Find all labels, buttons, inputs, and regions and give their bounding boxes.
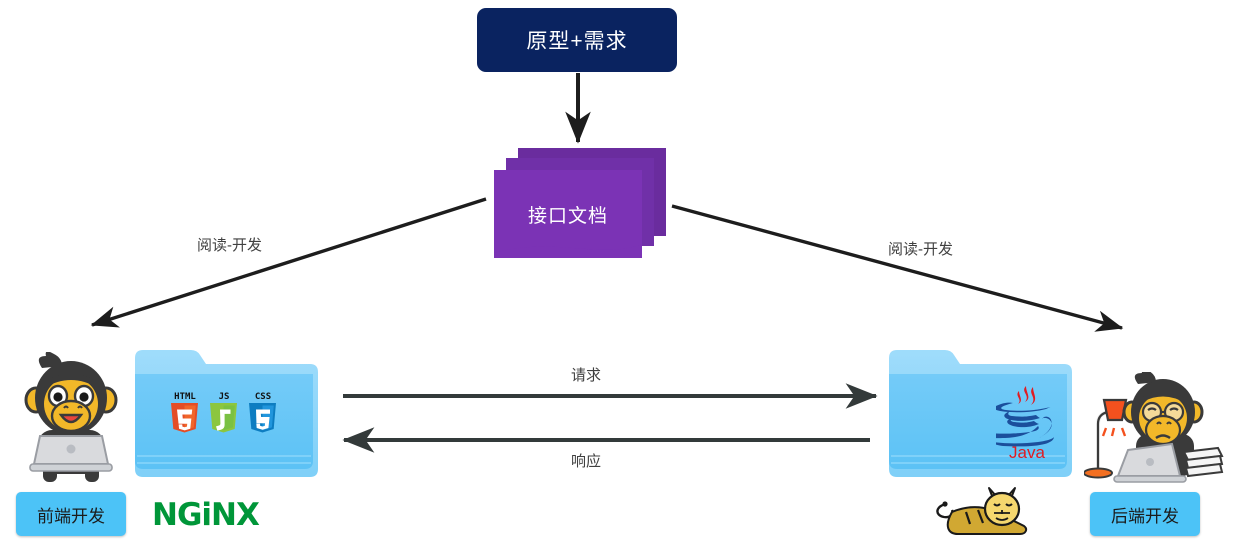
edge-label-response: 响应 bbox=[571, 453, 602, 470]
interface-document-label: 接口文档 bbox=[527, 205, 608, 227]
prototype-requirements-label: 原型+需求 bbox=[526, 30, 628, 53]
nginx-logo-icon: NGiNX bbox=[152, 497, 261, 533]
svg-text:HTML: HTML bbox=[174, 392, 196, 402]
css3-badge-icon: CSS bbox=[249, 392, 276, 433]
svg-text:JS: JS bbox=[219, 392, 230, 402]
edge-label-request: 请求 bbox=[571, 367, 602, 384]
frontend-folder-icon[interactable]: HTML JS CSS bbox=[129, 344, 319, 477]
svg-text:Java: Java bbox=[1009, 443, 1045, 462]
prototype-requirements-node[interactable]: 原型+需求 bbox=[477, 8, 677, 72]
role-badge-backend-label: 后端开发 bbox=[1111, 506, 1179, 526]
edge-label-read-develop-left: 阅读-开发 bbox=[197, 237, 262, 254]
svg-text:NGiNX: NGiNX bbox=[152, 497, 260, 533]
backend-folder-icon[interactable]: Java bbox=[883, 344, 1073, 477]
role-badge-frontend[interactable]: 前端开发 bbox=[16, 492, 126, 536]
role-badge-backend[interactable]: 后端开发 bbox=[1090, 492, 1200, 536]
monkey-with-laptop-icon bbox=[24, 352, 118, 482]
doc-wave-edge-icon bbox=[494, 240, 642, 253]
svg-text:CSS: CSS bbox=[255, 392, 271, 402]
tomcat-cat-icon bbox=[936, 487, 1028, 535]
monkey-with-desk-lamp-icon bbox=[1084, 372, 1224, 483]
arrow-doc-to-backend bbox=[671, 204, 1124, 332]
java-logo-icon: Java bbox=[996, 386, 1054, 462]
html5-badge-icon: HTML bbox=[171, 392, 198, 433]
javascript-badge-icon: JS bbox=[210, 392, 237, 433]
interface-document-node[interactable]: 接口文档 bbox=[494, 148, 666, 258]
edge-label-read-develop-right: 阅读-开发 bbox=[888, 241, 953, 258]
arrow-doc-to-frontend bbox=[90, 197, 487, 328]
role-badge-frontend-label: 前端开发 bbox=[37, 506, 105, 526]
